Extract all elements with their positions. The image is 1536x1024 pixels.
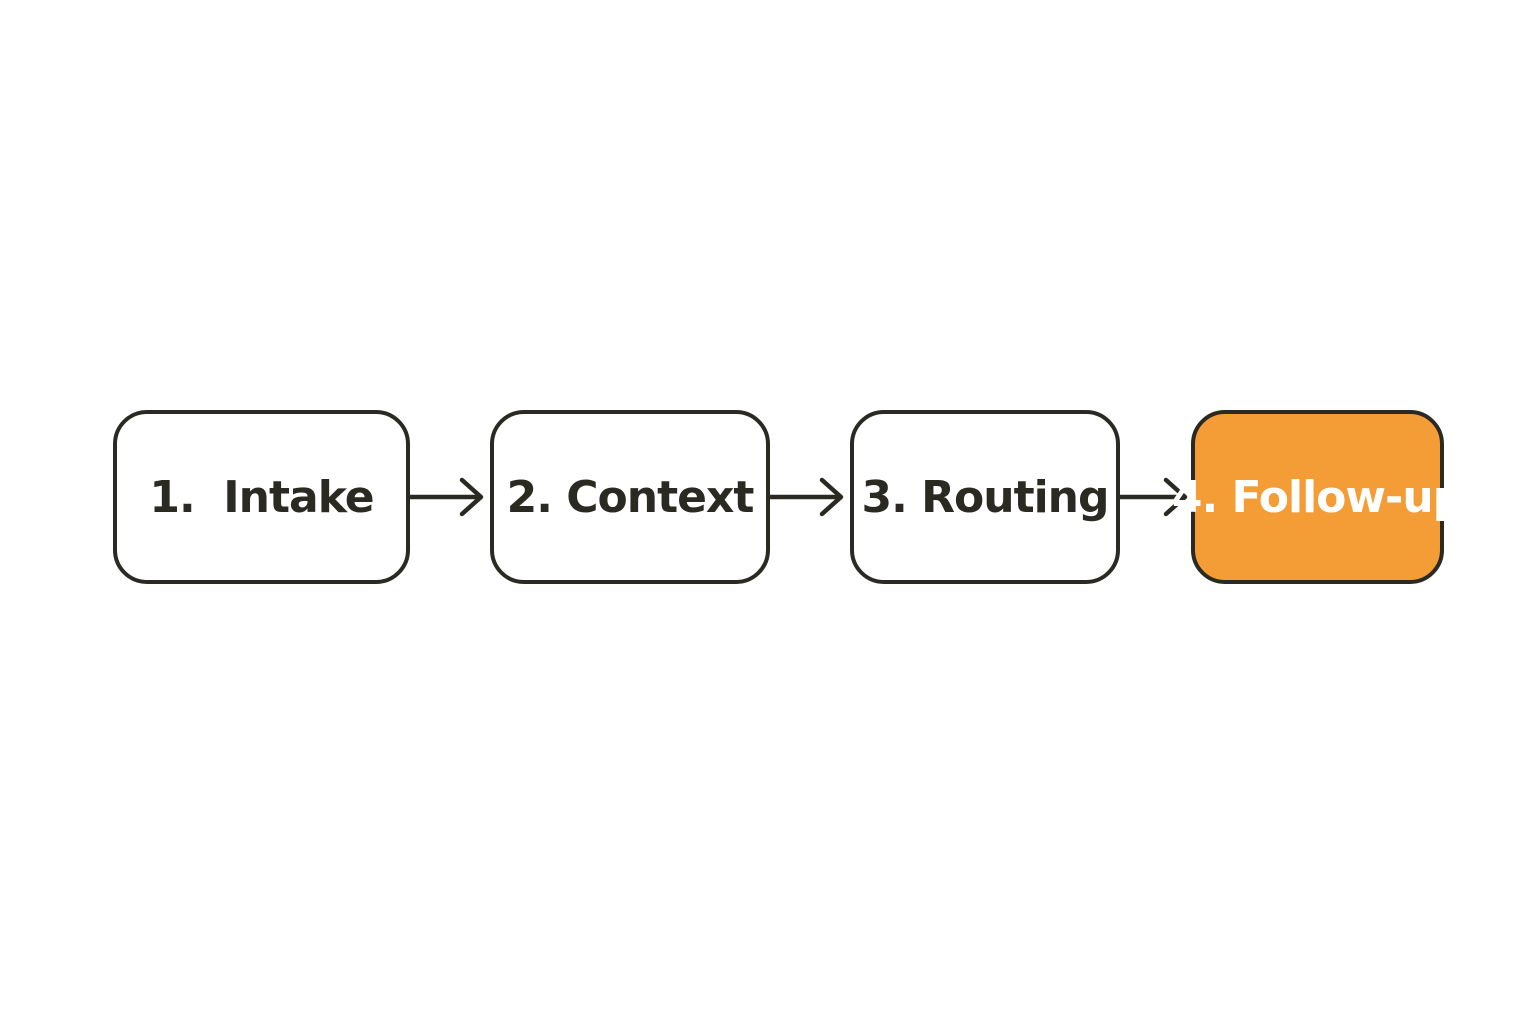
step-follow-up: 4. Follow-up — [1172, 410, 1464, 584]
step-routing: 3. Routing — [850, 410, 1120, 584]
step-follow-up-label: 4. Follow-up — [1171, 471, 1464, 523]
step-intake-label: 1. Intake — [149, 471, 374, 523]
step-intake: 1. Intake — [113, 410, 410, 584]
arrow-2-to-3 — [767, 477, 844, 517]
arrow-1-to-2 — [407, 477, 484, 517]
step-context: 2. Context — [490, 410, 770, 584]
step-context-label: 2. Context — [506, 471, 755, 523]
step-routing-label: 3. Routing — [861, 471, 1109, 523]
